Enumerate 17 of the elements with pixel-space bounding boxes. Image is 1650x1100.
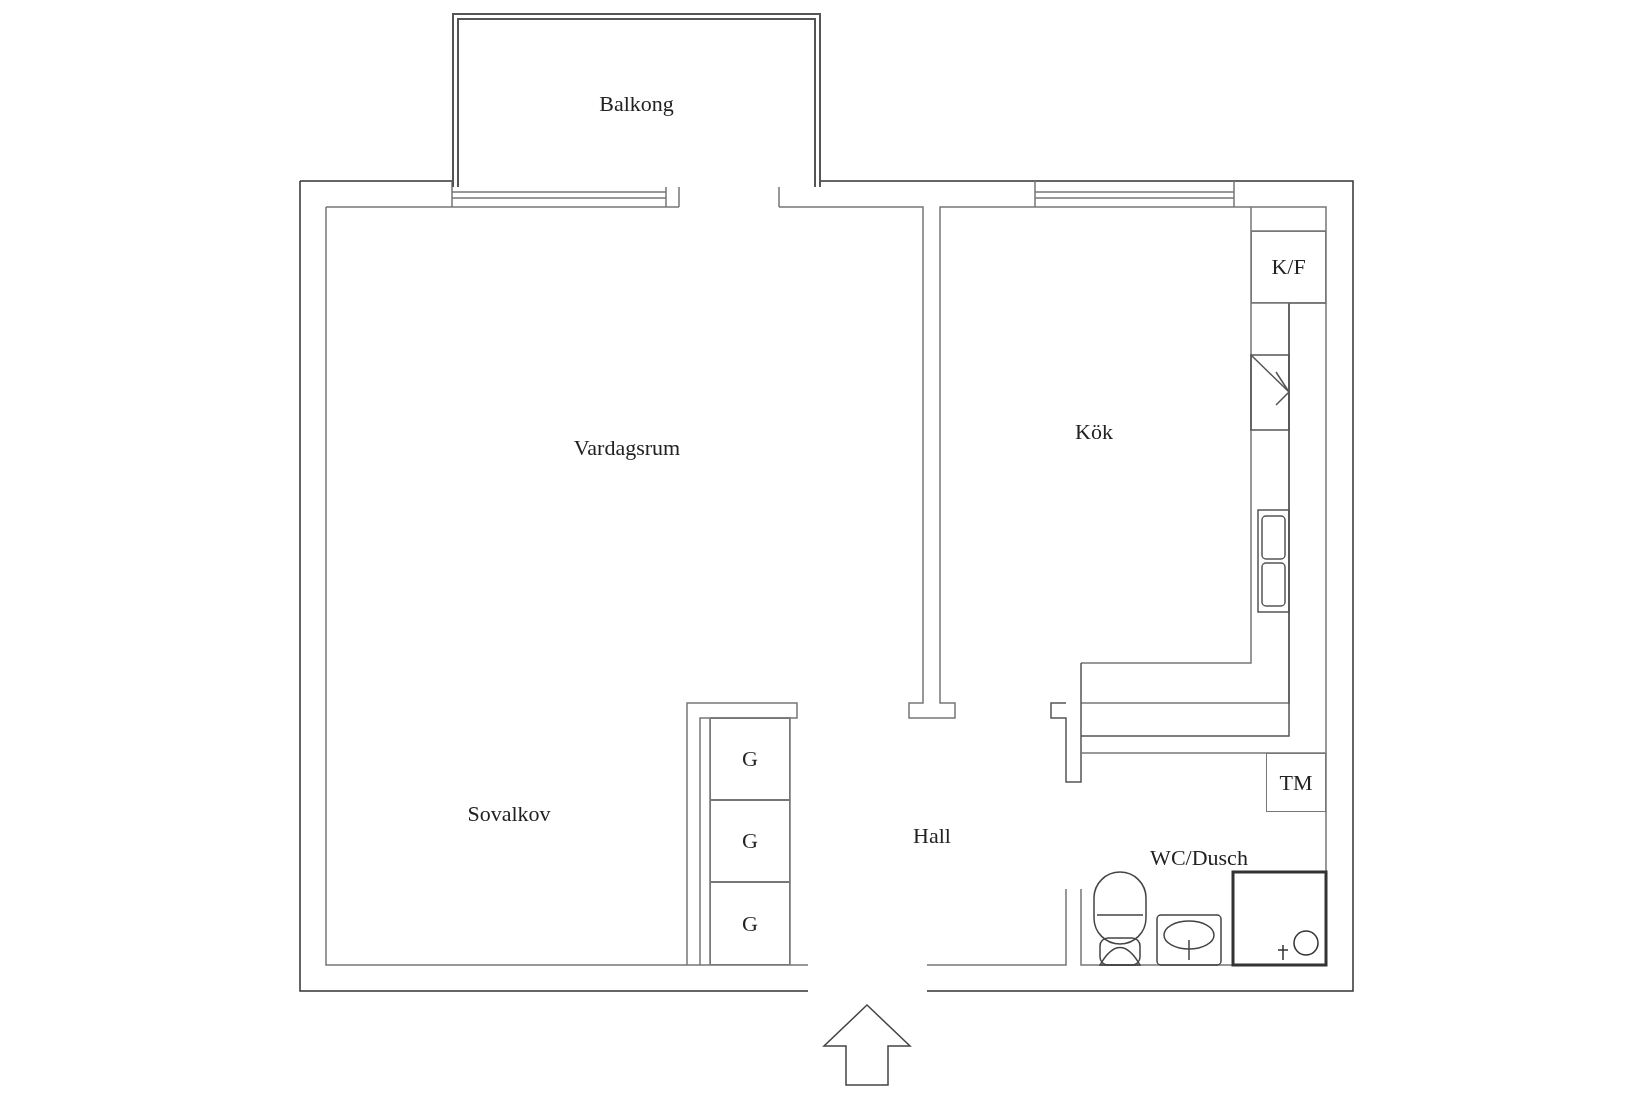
room-label: Balkong (599, 90, 674, 117)
room-label: Hall (913, 823, 951, 849)
wardrobe-box (710, 882, 790, 965)
room-label: TM (1279, 769, 1313, 796)
wardrobe-box (710, 718, 790, 800)
room-label: G (742, 910, 758, 937)
balcony-area (452, 13, 821, 187)
room-label: G (742, 746, 758, 772)
appliance-box (1251, 231, 1326, 303)
appliance-box (1266, 753, 1326, 812)
room-label: Sovalkov (467, 801, 551, 827)
room-label: K/F (1271, 254, 1306, 280)
room-label: Kök (1075, 419, 1113, 445)
wardrobe-box (710, 800, 790, 882)
room-label: WC/Dusch (1150, 845, 1248, 871)
room-label: G (742, 828, 758, 854)
room-label: Vardagsrum (573, 435, 681, 461)
